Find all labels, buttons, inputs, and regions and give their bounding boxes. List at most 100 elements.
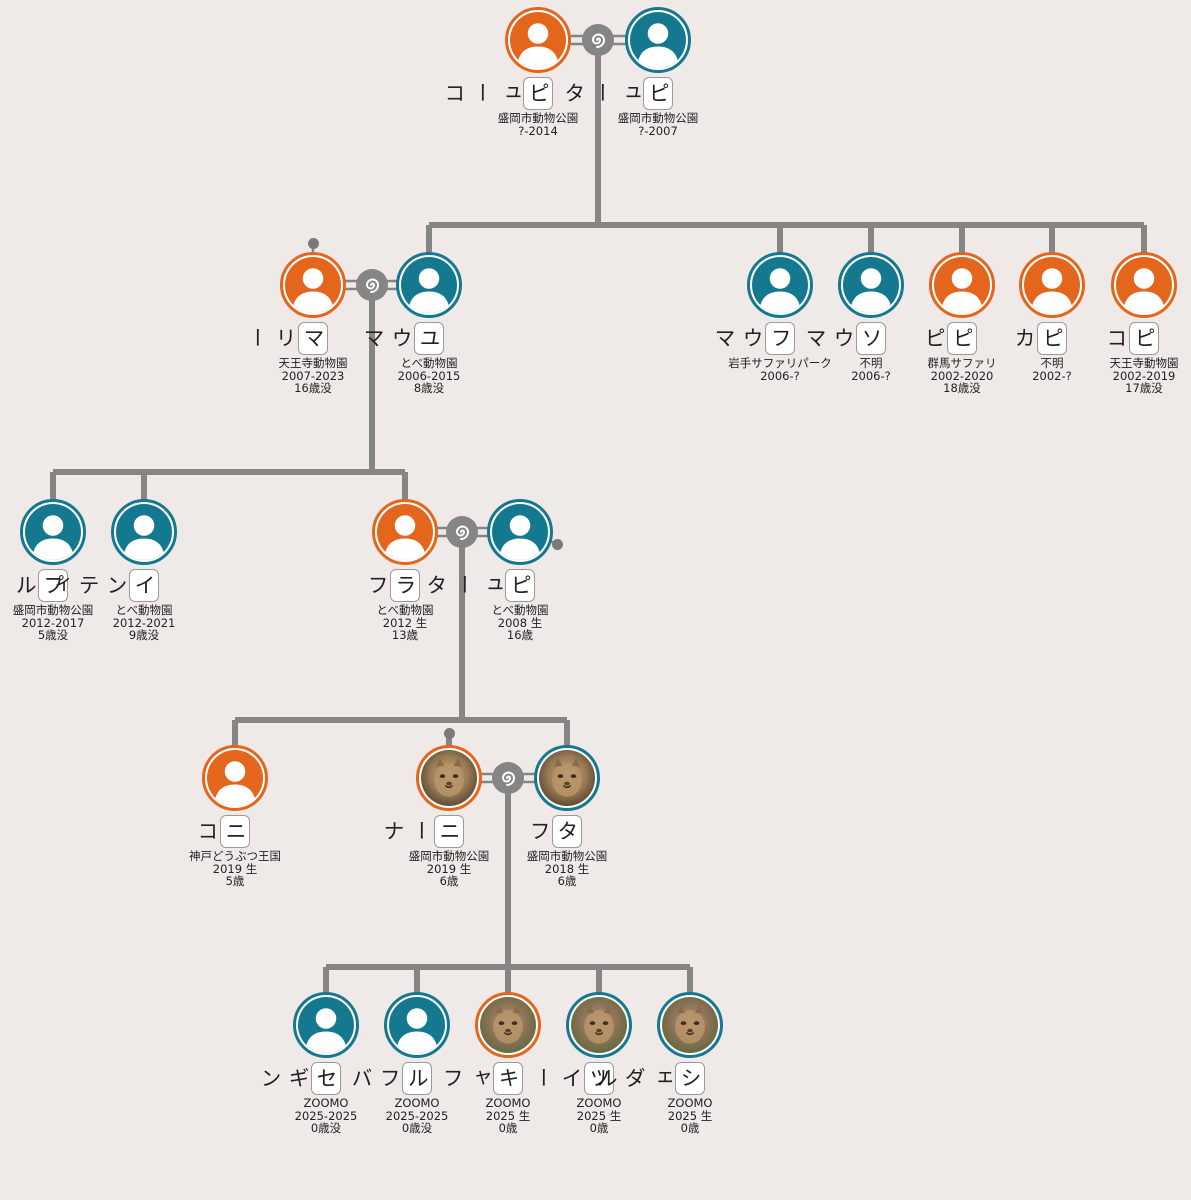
info-note: 0歳 <box>589 1121 609 1135</box>
person-silhouette-icon[interactable] <box>838 252 904 318</box>
cougar-photo-icon[interactable] <box>534 745 600 811</box>
info-note: 17歳没 <box>1125 381 1163 395</box>
info-years: 2006-2015 <box>397 368 461 383</box>
info-years: 2007-2023 <box>281 368 345 383</box>
info-years: 2006-? <box>851 368 891 383</box>
info-years: 2012 生 <box>382 615 428 630</box>
connector-line <box>426 225 1147 255</box>
name-label: ニーナ <box>381 815 464 848</box>
info-zoo: 盛岡市動物公園 <box>12 603 94 617</box>
info-note: 0歳 <box>498 1121 518 1135</box>
info-zoo: 盛岡市動物公園 <box>408 849 490 863</box>
name-label: マリー <box>245 322 328 355</box>
person-silhouette-icon[interactable] <box>293 992 359 1058</box>
connector-knob <box>551 538 563 550</box>
cougar-photo-icon[interactable] <box>657 992 723 1058</box>
person-silhouette-icon[interactable] <box>111 499 177 565</box>
info-note: 0歳没 <box>401 1121 433 1135</box>
info-note: 9歳没 <box>128 628 160 642</box>
info-years: ?-2014 <box>518 123 558 138</box>
person-silhouette-icon[interactable] <box>202 745 268 811</box>
person-silhouette-icon[interactable] <box>505 7 571 73</box>
info-note: 16歳 <box>506 628 534 642</box>
person-silhouette-icon[interactable] <box>280 252 346 318</box>
name-label: フウマ <box>712 322 795 355</box>
info-zoo: ZOOMO <box>667 1096 713 1110</box>
person-silhouette-icon[interactable] <box>1111 252 1177 318</box>
info-years: 2025-2025 <box>385 1108 449 1123</box>
connector-line <box>50 472 408 500</box>
info-zoo: ZOOMO <box>576 1096 622 1110</box>
info-zoo: 岩手サファリパーク <box>728 356 832 370</box>
name-label: ユウマ <box>361 322 444 355</box>
name-label: ピューコ <box>442 77 553 110</box>
name-label: ピュータ <box>562 77 673 110</box>
info-years: 2025 生 <box>667 1108 713 1123</box>
info-zoo: 盛岡市動物公園 <box>617 111 699 125</box>
info-years: 2019 生 <box>426 861 472 876</box>
info-zoo: とべ動物園 <box>376 603 434 617</box>
person-silhouette-icon[interactable] <box>372 499 438 565</box>
name-label: セギン <box>258 1062 341 1095</box>
info-years: 2012-2017 <box>21 615 85 630</box>
connector-line <box>232 720 570 748</box>
info-zoo: 神戸どうぶつ王国 <box>189 849 281 863</box>
info-note: 8歳没 <box>413 381 445 395</box>
info-years: 2002-2019 <box>1112 368 1176 383</box>
name-label: タフ <box>527 815 582 848</box>
info-zoo: 不明 <box>1040 356 1064 370</box>
person-silhouette-icon[interactable] <box>747 252 813 318</box>
info-note: 16歳没 <box>294 381 332 395</box>
info-years: 2012-2021 <box>112 615 176 630</box>
info-zoo: 盛岡市動物公園 <box>526 849 608 863</box>
info-note: 0歳没 <box>310 1121 342 1135</box>
name-label: ピカ <box>1012 322 1067 355</box>
cougar-photo-icon[interactable] <box>416 745 482 811</box>
connector-knob <box>443 727 455 739</box>
info-note: 13歳 <box>391 628 419 642</box>
name-label: ピュータ <box>424 569 535 602</box>
info-note: 6歳 <box>439 874 459 888</box>
info-zoo: 天王寺動物園 <box>278 356 348 370</box>
name-label: ピピ <box>922 322 977 355</box>
info-years: 2025 生 <box>485 1108 531 1123</box>
info-zoo: 盛岡市動物公園 <box>497 111 579 125</box>
person-silhouette-icon[interactable] <box>625 7 691 73</box>
info-years: 2006-? <box>760 368 800 383</box>
person-silhouette-icon[interactable] <box>929 252 995 318</box>
info-zoo: 不明 <box>859 356 883 370</box>
cougar-photo-icon[interactable] <box>566 992 632 1058</box>
person-silhouette-icon[interactable] <box>396 252 462 318</box>
info-years: 2019 生 <box>212 861 258 876</box>
info-years: 2002-2020 <box>930 368 994 383</box>
info-note: 18歳没 <box>943 381 981 395</box>
person-silhouette-icon[interactable] <box>1019 252 1085 318</box>
info-years: ?-2007 <box>638 123 678 138</box>
name-label: ピコ <box>1104 322 1159 355</box>
cougar-photo-icon[interactable] <box>475 992 541 1058</box>
person-silhouette-icon[interactable] <box>384 992 450 1058</box>
info-years: 2002-? <box>1032 368 1072 383</box>
info-years: 2025-2025 <box>294 1108 358 1123</box>
info-zoo: とべ動物園 <box>115 603 173 617</box>
info-zoo: 群馬サファリ <box>927 356 997 370</box>
info-note: 5歳 <box>225 874 245 888</box>
person-silhouette-icon[interactable] <box>20 499 86 565</box>
person-silhouette-icon[interactable] <box>487 499 553 565</box>
